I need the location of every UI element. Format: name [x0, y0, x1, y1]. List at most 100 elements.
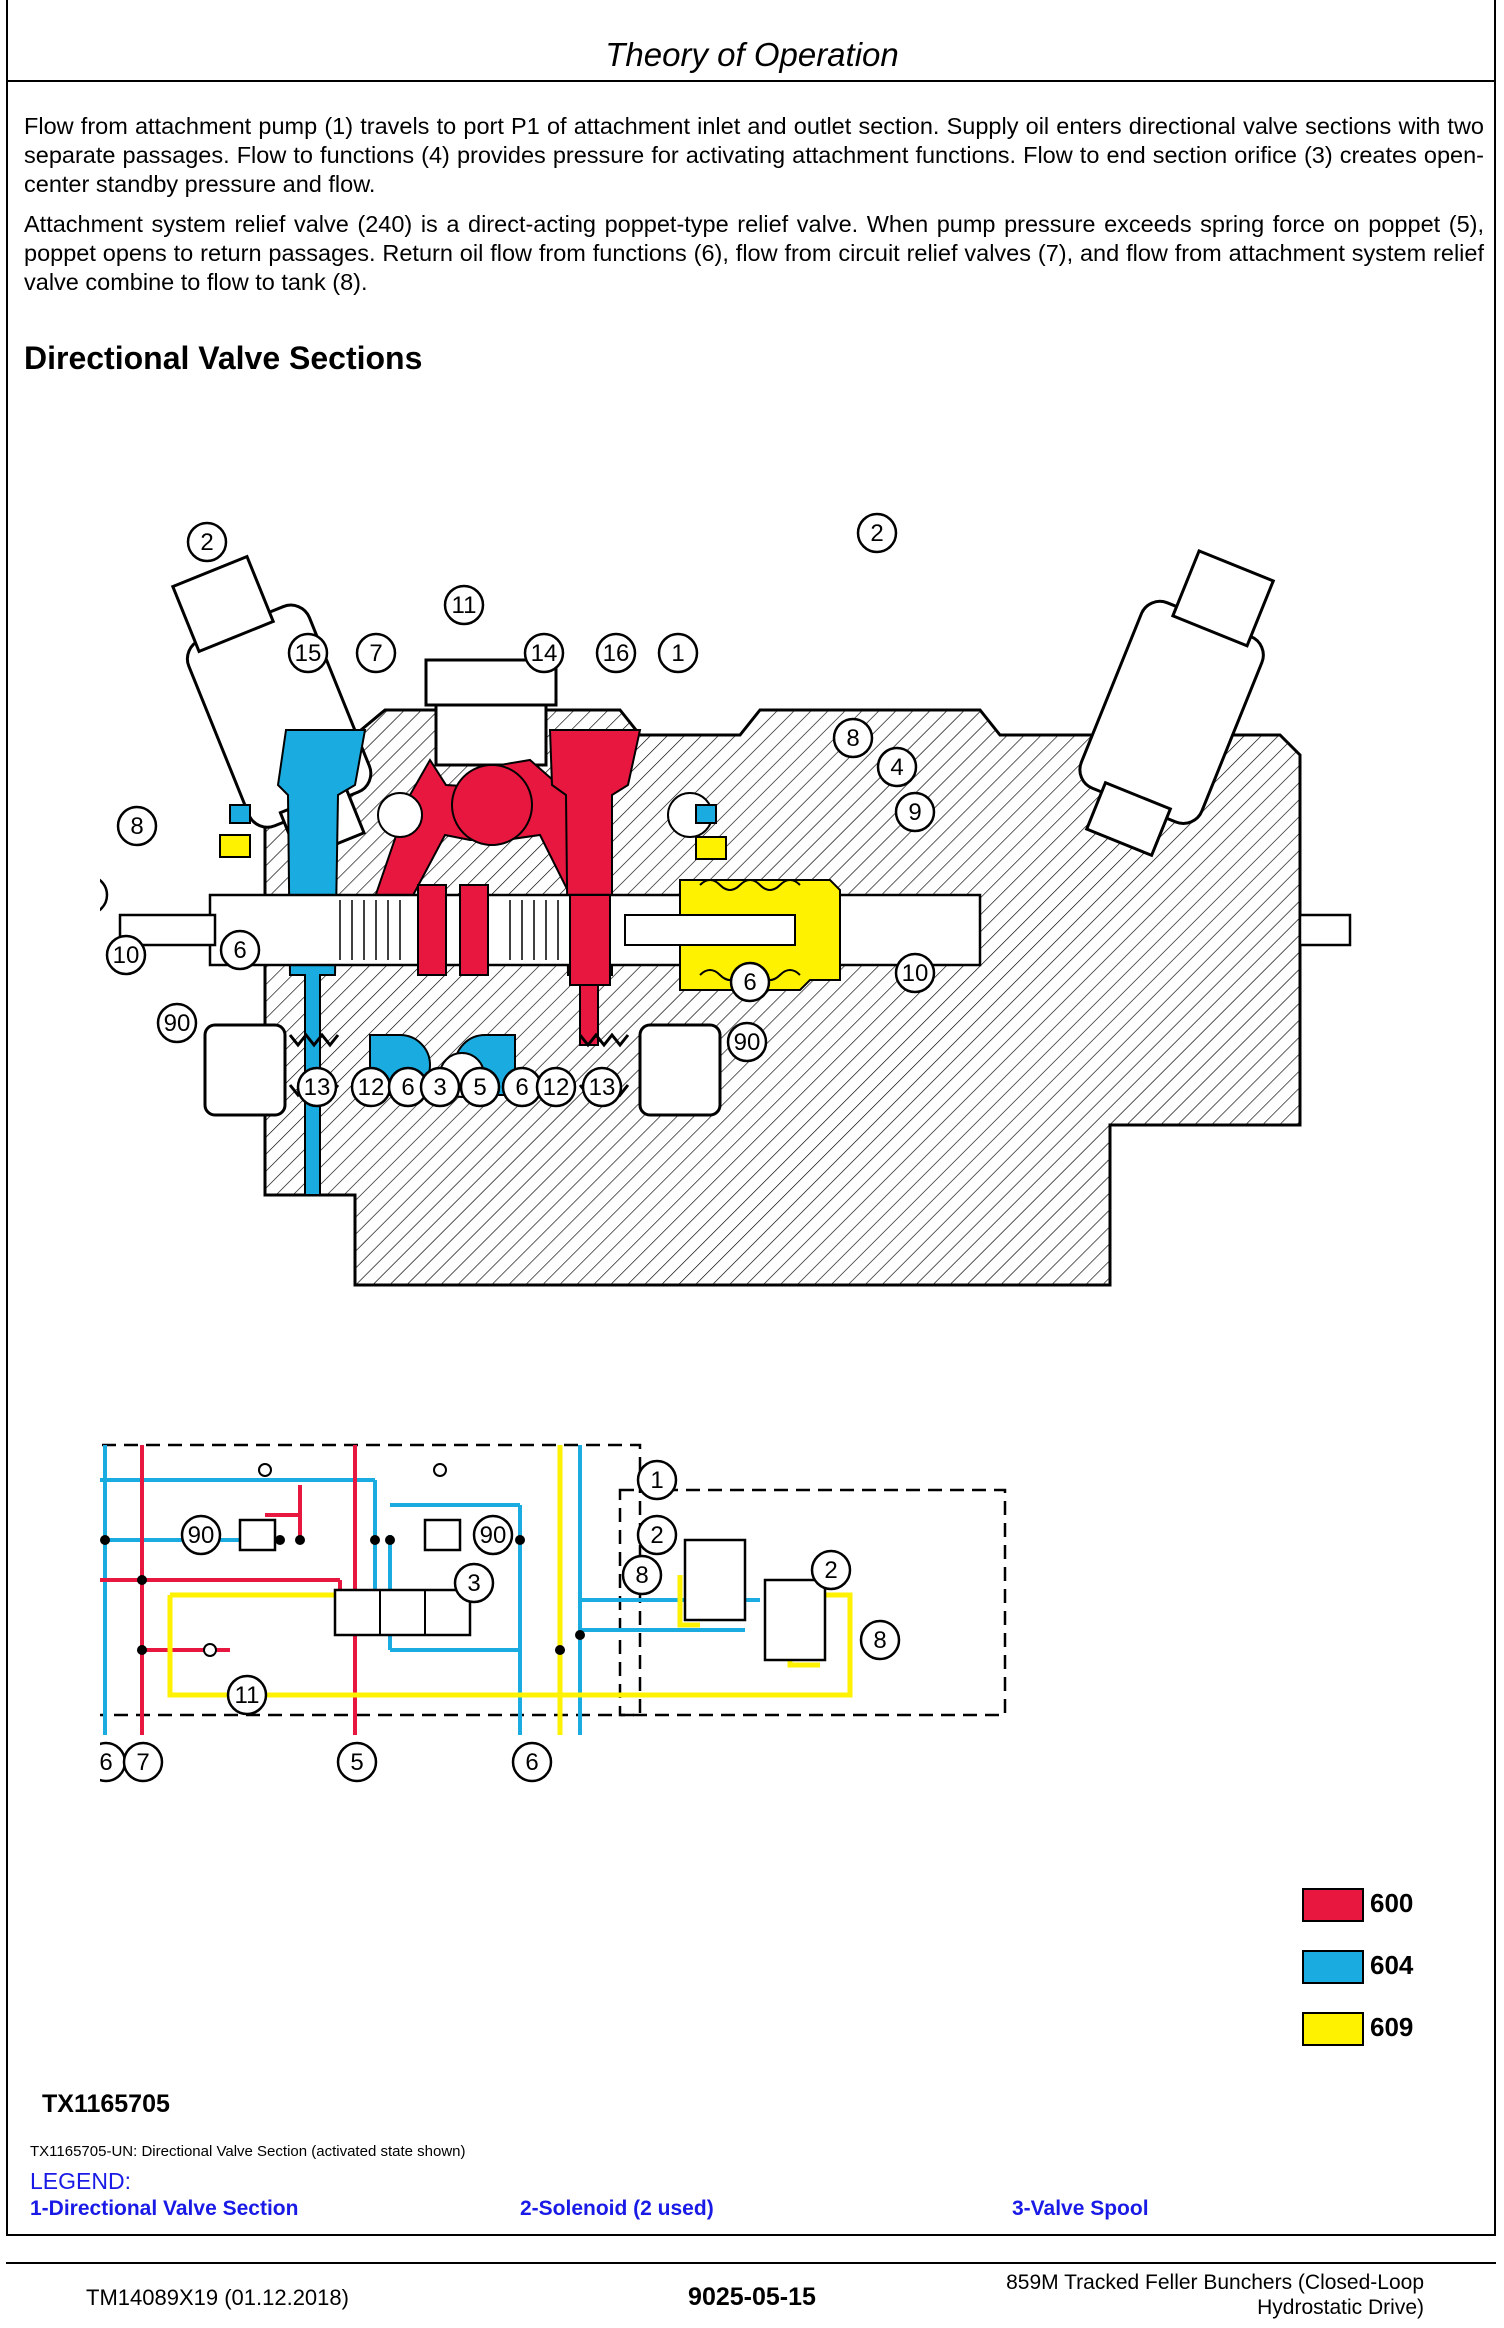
callout-number: 3 [433, 1074, 446, 1101]
callout-number: 2 [870, 520, 883, 547]
footer-page-number: 9025-05-15 [688, 2283, 816, 2311]
callout-circle [226, 1674, 268, 1716]
callout-circle [459, 1066, 501, 1108]
callout-circle [122, 1741, 164, 1783]
callout-circle [336, 1741, 378, 1783]
hydraulic-schematic [100, 1443, 1007, 1735]
callout-circle [472, 1514, 514, 1556]
callout-circle [100, 878, 109, 912]
callout-number: 1 [650, 1467, 663, 1494]
callout-number: 90 [734, 1029, 761, 1056]
figure-id: TX1165705 [42, 2090, 170, 2118]
callout-number: 6 [233, 937, 246, 964]
callout-circle [726, 1021, 768, 1063]
callout-circle [453, 1562, 495, 1604]
callout-number: 7 [136, 1749, 149, 1776]
callout-circle [535, 1066, 577, 1108]
callout-number: 8 [635, 1562, 648, 1589]
callout-circle [621, 1554, 663, 1596]
callout-circle [180, 1514, 222, 1556]
color-code-609: 609 [1370, 2012, 1414, 2042]
callout-circle [355, 632, 397, 674]
legend-item-2: 2-Solenoid (2 used) [520, 2197, 714, 2220]
color-swatch-609 [1302, 2012, 1364, 2046]
callout-circle [859, 1619, 901, 1661]
callout-number: 6 [743, 969, 756, 996]
callout-circle [186, 521, 228, 563]
callout-circle [894, 791, 936, 833]
callout-number: 6 [401, 1074, 414, 1101]
callout-number: 90 [188, 1522, 215, 1549]
footer-title: 859M Tracked Feller Bunchers (Closed-Loo… [944, 2270, 1424, 2320]
cross-section-callouts: 211157141612849891061069090131263561213 [100, 512, 936, 1108]
callout-number: 3 [467, 1570, 480, 1597]
section-heading: Directional Valve Sections [24, 340, 423, 376]
callout-circle [636, 1514, 678, 1556]
callout-circle [156, 1002, 198, 1044]
callout-number: 8 [873, 1627, 886, 1654]
color-code-600: 600 [1370, 1888, 1414, 1918]
callout-number: 6 [515, 1074, 528, 1101]
callout-number: 2 [650, 1522, 663, 1549]
callout-number: 2 [200, 529, 213, 556]
callout-circle [443, 584, 485, 626]
directional-valve-figure: 211157141612849891061069090131263561213 … [100, 512, 1352, 1783]
callout-number: 10 [113, 942, 140, 969]
callout-number: 13 [304, 1074, 331, 1101]
footer-title-line-2: Hydrostatic Drive) [1257, 2296, 1424, 2319]
callout-number: 1 [671, 640, 684, 667]
header-divider [6, 80, 1496, 82]
callout-number: 2 [824, 1557, 837, 1584]
legend-item-1: 1-Directional Valve Section [30, 2197, 299, 2220]
callout-number: 6 [100, 1749, 113, 1776]
callout-circle [296, 1066, 338, 1108]
callout-circle [116, 805, 158, 847]
callout-number: 10 [902, 960, 929, 987]
callout-circle [657, 632, 699, 674]
right-solenoid [1078, 548, 1276, 858]
callout-number: 6 [525, 1749, 538, 1776]
callout-circle [636, 1459, 678, 1501]
figure-caption: TX1165705-UN: Directional Valve Section … [30, 2143, 466, 2160]
callout-number: 7 [369, 640, 382, 667]
callout-number: 11 [235, 1682, 260, 1709]
legend-title: LEGEND: [30, 2168, 131, 2194]
callout-circle [729, 961, 771, 1003]
callout-number: 90 [164, 1010, 191, 1037]
page-header-title: Theory of Operation [605, 36, 899, 73]
callout-circle [595, 632, 637, 674]
callout-circle [856, 512, 898, 554]
callout-number: 13 [589, 1074, 616, 1101]
callout-number: 5 [350, 1749, 363, 1776]
callout-number: 90 [480, 1522, 507, 1549]
page-frame [6, 0, 1496, 2236]
callout-circle [219, 929, 261, 971]
body-paragraph-2: Attachment system relief valve (240) is … [24, 211, 1484, 295]
footer-doc-id: TM14089X19 (01.12.2018) [86, 2285, 349, 2310]
callout-number: 8 [130, 813, 143, 840]
callout-number: 12 [358, 1074, 385, 1101]
valve-cross-section [118, 548, 1352, 1287]
callout-number: 8 [846, 725, 859, 752]
callout-circle [810, 1549, 852, 1591]
footer-title-line-1: 859M Tracked Feller Bunchers (Closed-Loo… [1006, 2271, 1424, 2294]
callout-circle [523, 632, 565, 674]
callout-number: 12 [543, 1074, 570, 1101]
callout-circle [287, 632, 329, 674]
callout-number: 4 [890, 754, 903, 781]
callout-number: 14 [531, 640, 558, 667]
footer-divider [6, 2262, 1496, 2264]
body-paragraph-1: Flow from attachment pump (1) travels to… [24, 113, 1484, 197]
legend-item-3: 3-Valve Spool [1012, 2197, 1149, 2220]
color-swatch-604 [1302, 1950, 1364, 1984]
callout-circle [876, 746, 918, 788]
color-code-604: 604 [1370, 1950, 1414, 1980]
callout-circle [832, 717, 874, 759]
callout-number: 9 [908, 799, 921, 826]
callout-number: 15 [295, 640, 322, 667]
callout-circle [894, 952, 936, 994]
callout-circle [511, 1741, 553, 1783]
callout-number: 16 [603, 640, 630, 667]
callout-number: 11 [452, 592, 477, 619]
